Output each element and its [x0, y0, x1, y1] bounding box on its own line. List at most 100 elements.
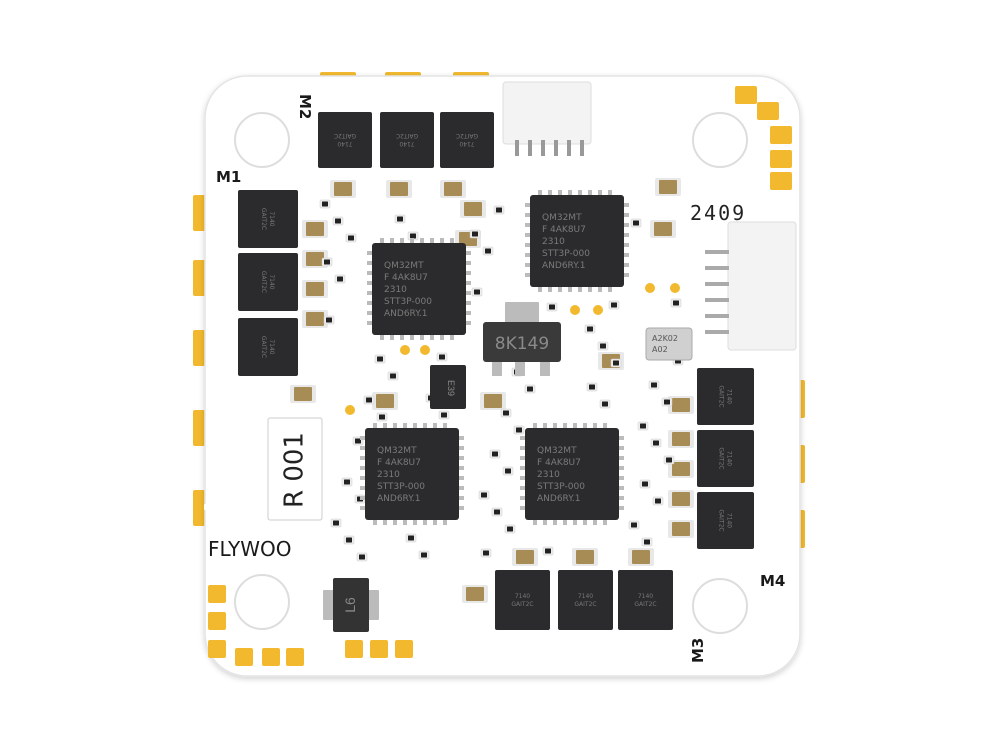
mcu-marking: STT3P-000 [537, 482, 585, 492]
ic-pin [553, 423, 557, 428]
mcu-marking: STT3P-000 [542, 249, 590, 259]
resistor-body [587, 326, 593, 332]
ic-pin [525, 253, 530, 257]
mosfet-marking: GAIT2C [511, 601, 533, 608]
capacitor-body [576, 550, 594, 564]
resistor-body [640, 423, 646, 429]
ic-pin [420, 238, 424, 243]
ic-pin [390, 238, 394, 243]
ic-pin [608, 287, 612, 292]
ic-pin [459, 466, 464, 470]
connector-pin [554, 140, 558, 156]
capacitor-body [672, 462, 690, 476]
ic-pin [553, 520, 557, 525]
ic-pin [619, 506, 624, 510]
ic-pin [360, 486, 365, 490]
ic-pin [410, 335, 414, 340]
mosfet [618, 570, 673, 630]
ic-pin [413, 520, 417, 525]
capacitor-body [516, 550, 534, 564]
ic-pin [603, 423, 607, 428]
right-connector [727, 221, 797, 351]
resistor-body [496, 207, 502, 213]
regulator-pin [492, 362, 502, 376]
ic-pin [520, 446, 525, 450]
ic-pin [624, 273, 629, 277]
motor-label-m1: M1 [216, 168, 241, 186]
capacitor-body [654, 222, 672, 236]
resistor-body [390, 373, 396, 379]
corner-pad [757, 102, 779, 120]
ic-pin [367, 301, 372, 305]
ic-pin [450, 238, 454, 243]
resistor-body [655, 498, 661, 504]
ic-pin [360, 436, 365, 440]
resistor-body [322, 201, 328, 207]
mosfet-marking: GAIT2C [456, 132, 478, 139]
mosfet [238, 190, 298, 248]
resistor-body [666, 457, 672, 463]
mosfet-marking: 7140 [399, 140, 414, 147]
mosfet-marking: GAIT2C [334, 132, 356, 139]
ic-pin [360, 506, 365, 510]
small-pad [370, 640, 388, 658]
ic-pin [459, 486, 464, 490]
small-pad [208, 612, 226, 630]
ic-pin [367, 291, 372, 295]
mosfet-marking: GAIT2C [718, 509, 725, 531]
ic-pin [459, 496, 464, 500]
resistor-body [494, 509, 500, 515]
resistor-body [346, 537, 352, 543]
mosfet [440, 112, 494, 168]
ic-pin [443, 423, 447, 428]
resistor-body [527, 386, 533, 392]
mcu-marking: AND6RY.1 [537, 494, 580, 504]
ic-pin [624, 243, 629, 247]
mosfet-marking: 7140 [337, 140, 352, 147]
ic-pin [373, 423, 377, 428]
ic-pin [598, 287, 602, 292]
resistor-body [545, 548, 551, 554]
mcu-marking: 2310 [537, 470, 560, 480]
ic-pin [548, 287, 552, 292]
mcu-chip [372, 243, 466, 335]
ic-pin [543, 423, 547, 428]
resistor-body [611, 302, 617, 308]
ic-pin [403, 520, 407, 525]
test-point [570, 305, 580, 315]
capacitor-body [390, 182, 408, 196]
mosfet-marking: 7140 [459, 140, 474, 147]
ic-pin [538, 190, 542, 195]
resistor-body [503, 410, 509, 416]
ic-pin [624, 213, 629, 217]
ic-pin [367, 321, 372, 325]
mcu-marking: STT3P-000 [377, 482, 425, 492]
ic-pin [423, 423, 427, 428]
resistor-body [631, 522, 637, 528]
ic-pin [393, 520, 397, 525]
ic-pin [548, 190, 552, 195]
ic-pin [533, 423, 537, 428]
regulator-marking: 8K149 [495, 334, 549, 354]
resistor-body [326, 317, 332, 323]
resistor-body [642, 481, 648, 487]
mosfet [697, 368, 754, 425]
ic-pin [619, 466, 624, 470]
test-point [400, 345, 410, 355]
mosfet-marking: 7140 [268, 274, 275, 289]
plus-mark-v [210, 498, 216, 516]
ic-pin [410, 238, 414, 243]
capacitor-body [672, 492, 690, 506]
mcu-marking: 2310 [384, 285, 407, 295]
ic-pin [558, 190, 562, 195]
ic-pin [533, 520, 537, 525]
ic-pin [380, 335, 384, 340]
mosfet [238, 318, 298, 376]
capacitor-body [632, 550, 650, 564]
ic-pin [466, 301, 471, 305]
ic-pin [440, 238, 444, 243]
ic-pin [583, 423, 587, 428]
ic-pin [367, 251, 372, 255]
capacitor-body [466, 587, 484, 601]
